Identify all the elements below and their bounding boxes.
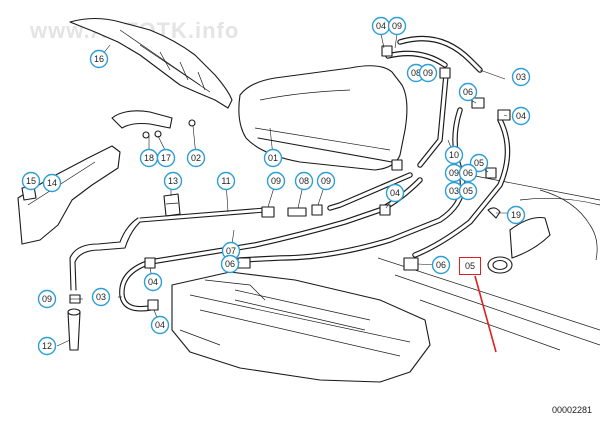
callout-09-c[interactable]: 09 bbox=[266, 171, 286, 191]
svg-text:09: 09 bbox=[449, 168, 459, 178]
svg-text:06: 06 bbox=[463, 168, 473, 178]
heat-shield-part bbox=[69, 17, 233, 109]
mounting-bracket-part bbox=[111, 110, 196, 139]
highlighted-part-box[interactable] bbox=[459, 257, 481, 275]
svg-text:06: 06 bbox=[436, 260, 446, 270]
svg-text:12: 12 bbox=[42, 341, 52, 351]
svg-text:03: 03 bbox=[516, 72, 526, 82]
svg-text:09: 09 bbox=[271, 176, 281, 186]
callout-04-c[interactable]: 04 bbox=[385, 183, 405, 203]
svg-text:15: 15 bbox=[26, 176, 36, 186]
svg-text:11: 11 bbox=[221, 176, 230, 186]
svg-text:04: 04 bbox=[516, 111, 526, 121]
svg-text:04: 04 bbox=[390, 188, 400, 198]
svg-text:04: 04 bbox=[376, 21, 386, 31]
svg-text:06: 06 bbox=[463, 87, 473, 97]
svg-text:09: 09 bbox=[423, 68, 433, 78]
callout-04-d[interactable]: 04 bbox=[143, 272, 163, 292]
filler-cap-part bbox=[487, 216, 551, 274]
svg-text:05: 05 bbox=[463, 186, 473, 196]
callout-18[interactable]: 18 bbox=[139, 148, 159, 168]
svg-text:16: 16 bbox=[94, 54, 104, 64]
callout-04-a[interactable]: 04 bbox=[371, 16, 391, 36]
svg-text:09: 09 bbox=[321, 176, 331, 186]
filler-neck-part bbox=[67, 308, 81, 351]
left-support-bracket-part bbox=[17, 145, 121, 245]
svg-text:18: 18 bbox=[144, 153, 154, 163]
callout-09-a[interactable]: 09 bbox=[387, 16, 407, 36]
callout-03-a[interactable]: 03 bbox=[511, 67, 531, 87]
svg-text:01: 01 bbox=[268, 153, 278, 163]
callout-11[interactable]: 11 bbox=[216, 171, 236, 191]
callout-08-b[interactable]: 08 bbox=[294, 171, 314, 191]
hose-clip-part bbox=[163, 193, 181, 217]
svg-text:19: 19 bbox=[511, 210, 521, 220]
callout-04-e[interactable]: 04 bbox=[150, 315, 170, 335]
svg-text:04: 04 bbox=[148, 277, 158, 287]
callout-06-c[interactable]: 06 bbox=[220, 254, 240, 274]
svg-text:08: 08 bbox=[299, 176, 309, 186]
svg-text:06: 06 bbox=[225, 259, 235, 269]
callout-03-c[interactable]: 03 bbox=[91, 287, 111, 307]
callout-09-b[interactable]: 09 bbox=[418, 63, 438, 83]
callout-06-d[interactable]: 06 bbox=[431, 255, 451, 275]
callout-13[interactable]: 13 bbox=[163, 171, 183, 191]
svg-text:05: 05 bbox=[474, 158, 484, 168]
svg-text:08: 08 bbox=[411, 68, 421, 78]
drawing-number: 00002281 bbox=[551, 405, 592, 415]
expansion-tank-part bbox=[238, 65, 408, 171]
callout-05-b[interactable]: 05 bbox=[458, 181, 478, 201]
highlighted-part-label: 05 bbox=[464, 261, 475, 271]
callout-09-d[interactable]: 09 bbox=[316, 171, 336, 191]
callout-02[interactable]: 02 bbox=[186, 148, 206, 168]
svg-text:03: 03 bbox=[96, 292, 106, 302]
svg-text:09: 09 bbox=[392, 21, 402, 31]
svg-text:03: 03 bbox=[449, 186, 459, 196]
svg-text:17: 17 bbox=[161, 153, 171, 163]
svg-text:14: 14 bbox=[47, 178, 57, 188]
fuel-tank-part bbox=[171, 271, 431, 383]
svg-text:13: 13 bbox=[168, 176, 178, 186]
callout-10[interactable]: 10 bbox=[444, 145, 464, 165]
callout-12[interactable]: 12 bbox=[37, 336, 57, 356]
callout-09-f[interactable]: 09 bbox=[37, 289, 57, 309]
svg-text:04: 04 bbox=[155, 320, 165, 330]
svg-text:10: 10 bbox=[449, 150, 459, 160]
svg-text:07: 07 bbox=[226, 246, 236, 256]
callout-15[interactable]: 15 bbox=[21, 171, 41, 191]
highlight-pointer-line bbox=[474, 275, 497, 353]
svg-text:02: 02 bbox=[191, 153, 201, 163]
callout-14[interactable]: 14 bbox=[42, 173, 62, 193]
callout-19[interactable]: 19 bbox=[506, 205, 526, 225]
callout-06-a[interactable]: 06 bbox=[458, 82, 478, 102]
callout-06-b[interactable]: 06 bbox=[458, 163, 478, 183]
callout-04-b[interactable]: 04 bbox=[511, 106, 531, 126]
callout-01[interactable]: 01 bbox=[263, 148, 283, 168]
callout-16[interactable]: 16 bbox=[89, 49, 109, 69]
callout-17[interactable]: 17 bbox=[156, 148, 176, 168]
svg-text:09: 09 bbox=[42, 294, 52, 304]
